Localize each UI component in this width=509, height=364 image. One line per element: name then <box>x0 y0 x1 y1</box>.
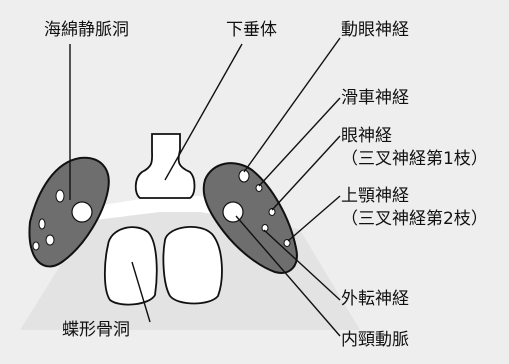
label-trochlear: 滑車神経 <box>341 88 409 108</box>
label-pituitary: 下垂体 <box>226 20 277 40</box>
label-ophthalmic: 眼神経 <box>341 126 392 146</box>
label-internal-carotid: 内頸動脈 <box>341 330 409 350</box>
left-internal-carotid <box>72 202 92 222</box>
sphenoid-sinus-left-chamber <box>105 227 157 304</box>
label-abducens: 外転神経 <box>341 289 409 309</box>
label-ophthalmic-sub: （三叉神経第1枝） <box>341 149 488 169</box>
label-oculomotor: 動眼神経 <box>341 20 409 40</box>
label-maxillary-sub: （三叉神経第2枝） <box>341 209 488 229</box>
label-cavernous-sinus: 海綿静脈洞 <box>44 20 129 40</box>
label-maxillary: 上顎神経 <box>341 186 409 206</box>
sphenoid-sinus-right-chamber <box>163 227 222 304</box>
label-sphenoid-sinus: 蝶形骨洞 <box>62 320 130 340</box>
left-nerve-dot <box>39 219 45 229</box>
left-nerve-dot <box>33 242 39 250</box>
right-internal-carotid <box>223 202 243 222</box>
left-nerve-dot <box>46 235 54 245</box>
left-nerve-dot <box>56 190 64 202</box>
